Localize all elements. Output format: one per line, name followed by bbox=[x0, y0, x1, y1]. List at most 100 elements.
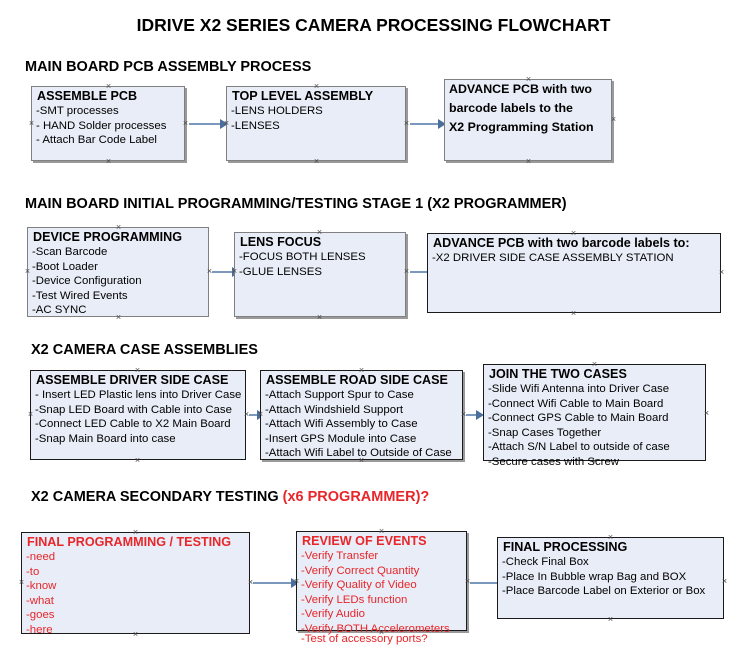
selection-handle[interactable] bbox=[721, 578, 728, 585]
box-line: -Verify Correct Quantity bbox=[301, 564, 420, 577]
section-heading-text: X2 CAMERA SECONDARY TESTING bbox=[31, 489, 283, 505]
box-line: -Snap Cases Together bbox=[488, 426, 602, 439]
box-overflow-line: -Test of accessory ports? bbox=[301, 633, 428, 645]
process-box-lens-focus[interactable]: LENS FOCUS -FOCUS BOTH LENSES -GLUE LENS… bbox=[234, 232, 406, 317]
box-header: DEVICE PROGRAMMING bbox=[33, 230, 183, 244]
box-line: -Attach Support Spur to Case bbox=[265, 389, 414, 401]
selection-handle[interactable] bbox=[316, 229, 323, 236]
box-line: -Verify BOTH Accelerometers bbox=[301, 622, 450, 635]
box-line: -Connect Wifi Cable to Main Board bbox=[488, 397, 664, 410]
box-header: ASSEMBLE DRIVER SIDE CASE bbox=[36, 373, 229, 387]
selection-handle[interactable] bbox=[525, 158, 532, 165]
selection-handle[interactable] bbox=[134, 457, 141, 464]
selection-handle[interactable] bbox=[132, 529, 139, 536]
process-box-review-of-events[interactable]: REVIEW OF EVENTS -Verify Transfer -Verif… bbox=[296, 531, 467, 645]
box-line: -Attach Wifi Assembly to Case bbox=[265, 418, 418, 431]
box-line: barcode labels to the bbox=[449, 101, 573, 115]
box-line: -GLUE LENSES bbox=[239, 265, 322, 278]
process-box-assemble-driver-side-case[interactable]: ASSEMBLE DRIVER SIDE CASE - Insert LED P… bbox=[30, 370, 246, 460]
box-line: -LENS HOLDERS bbox=[231, 105, 323, 117]
box-header: ASSEMBLE ROAD SIDE CASE bbox=[266, 373, 448, 387]
process-box-advance-pcb-to-driver-side-station[interactable]: ADVANCE PCB with two barcode labels to: … bbox=[427, 233, 721, 313]
box-header: ADVANCE PCB with two barcode labels to: bbox=[433, 236, 690, 250]
connector-line bbox=[253, 582, 294, 584]
selection-handle[interactable] bbox=[591, 361, 598, 368]
selection-handle[interactable] bbox=[607, 534, 614, 541]
box-header: ASSEMBLE PCB bbox=[37, 89, 138, 103]
selection-handle[interactable] bbox=[378, 528, 385, 535]
selection-handle[interactable] bbox=[610, 116, 617, 123]
box-line: -Slide Wifi Antenna into Driver Case bbox=[488, 383, 670, 395]
selection-handle[interactable] bbox=[570, 230, 577, 237]
box-line: -Secure cases with Screw bbox=[488, 455, 620, 468]
box-line: - HAND Solder processes bbox=[36, 119, 167, 132]
selection-handle[interactable] bbox=[718, 269, 725, 276]
box-line: -Scan Barcode bbox=[32, 246, 108, 258]
selection-handle[interactable] bbox=[134, 367, 141, 374]
box-line: -AC SYNC bbox=[32, 304, 87, 317]
process-box-final-processing[interactable]: FINAL PROCESSING -Check Final Box -Place… bbox=[497, 537, 724, 619]
section-heading-text: MAIN BOARD PCB ASSEMBLY PROCESS bbox=[25, 59, 312, 75]
selection-handle[interactable] bbox=[293, 578, 300, 585]
connector-line bbox=[470, 582, 506, 584]
selection-handle[interactable] bbox=[378, 629, 385, 636]
selection-handle[interactable] bbox=[358, 367, 365, 374]
box-line: -here bbox=[26, 623, 53, 636]
selection-handle[interactable] bbox=[403, 268, 410, 275]
connector-line bbox=[249, 414, 261, 416]
selection-handle[interactable] bbox=[525, 76, 532, 83]
selection-handle[interactable] bbox=[18, 579, 25, 586]
box-line: -Verify Quality of Video bbox=[301, 579, 417, 592]
selection-handle[interactable] bbox=[182, 120, 189, 127]
selection-handle[interactable] bbox=[316, 314, 323, 321]
selection-handle[interactable] bbox=[115, 224, 122, 231]
box-line: -Attach S/N Label to outside of case bbox=[488, 441, 670, 454]
process-box-join-the-two-cases[interactable]: JOIN THE TWO CASES -Slide Wifi Antenna i… bbox=[483, 364, 706, 468]
selection-handle[interactable] bbox=[403, 120, 410, 127]
selection-handle[interactable] bbox=[703, 410, 710, 417]
selection-handle[interactable] bbox=[105, 158, 112, 165]
selection-handle[interactable] bbox=[591, 458, 598, 465]
selection-handle[interactable] bbox=[607, 616, 614, 623]
box-line: -know bbox=[26, 580, 57, 593]
box-header: FINAL PROGRAMMING / TESTING bbox=[27, 535, 232, 549]
connector-line bbox=[212, 271, 234, 273]
process-box-device-programming[interactable]: DEVICE PROGRAMMING -Scan Barcode -Boot L… bbox=[27, 227, 209, 317]
box-line: -Snap LED Board with Cable into Case bbox=[35, 403, 232, 416]
process-box-final-programming-testing[interactable]: FINAL PROGRAMMING / TESTING -need -to -k… bbox=[21, 532, 250, 636]
process-box-top-level-assembly[interactable]: TOP LEVEL ASSEMBLY -LENS HOLDERS -LENSES bbox=[226, 86, 406, 161]
box-line: -Snap Main Board into case bbox=[35, 432, 176, 445]
selection-handle[interactable] bbox=[132, 631, 139, 638]
selection-handle[interactable] bbox=[28, 120, 35, 127]
selection-handle[interactable] bbox=[27, 411, 34, 418]
selection-handle[interactable] bbox=[115, 314, 122, 321]
process-box-assemble-pcb[interactable]: ASSEMBLE PCB -SMT processes - HAND Solde… bbox=[31, 86, 185, 161]
box-line: -Verify Transfer bbox=[301, 550, 379, 562]
box-line: -Attach Windshield Support bbox=[265, 403, 404, 416]
section-heading-x2-camera-secondary-testing: X2 CAMERA SECONDARY TESTING (x6 PROGRAMM… bbox=[31, 489, 429, 505]
box-line: -Test Wired Events bbox=[32, 289, 128, 302]
selection-handle[interactable] bbox=[24, 268, 31, 275]
box-line: -FOCUS BOTH LENSES bbox=[239, 251, 366, 263]
selection-handle[interactable] bbox=[358, 457, 365, 464]
box-line: - Attach Bar Code Label bbox=[36, 134, 157, 147]
selection-handle[interactable] bbox=[105, 83, 112, 90]
box-line: -Boot Loader bbox=[32, 260, 98, 273]
process-box-advance-pcb-to-x2-station[interactable]: ADVANCE PCB with two barcode labels to t… bbox=[444, 79, 612, 161]
box-line: -Attach Wifi Label to Outside of Case bbox=[265, 447, 452, 460]
selection-handle[interactable] bbox=[257, 411, 264, 418]
box-line: -Place In Bubble wrap Bag and BOX bbox=[502, 570, 687, 583]
selection-handle[interactable] bbox=[313, 83, 320, 90]
selection-handle[interactable] bbox=[313, 158, 320, 165]
selection-handle[interactable] bbox=[231, 268, 238, 275]
process-box-assemble-road-side-case[interactable]: ASSEMBLE ROAD SIDE CASE -Attach Support … bbox=[260, 370, 463, 460]
selection-handle[interactable] bbox=[570, 310, 577, 317]
page-title: IDRIVE X2 SERIES CAMERA PROCESSING FLOWC… bbox=[136, 15, 611, 35]
box-line: -Check Final Box bbox=[502, 556, 589, 568]
section-heading-main-board-pcb-assembly: MAIN BOARD PCB ASSEMBLY PROCESS bbox=[25, 59, 311, 75]
selection-handle[interactable] bbox=[223, 120, 230, 127]
box-line: -need bbox=[26, 551, 56, 563]
connector-arrowhead bbox=[476, 410, 484, 420]
box-header: JOIN THE TWO CASES bbox=[489, 367, 627, 381]
